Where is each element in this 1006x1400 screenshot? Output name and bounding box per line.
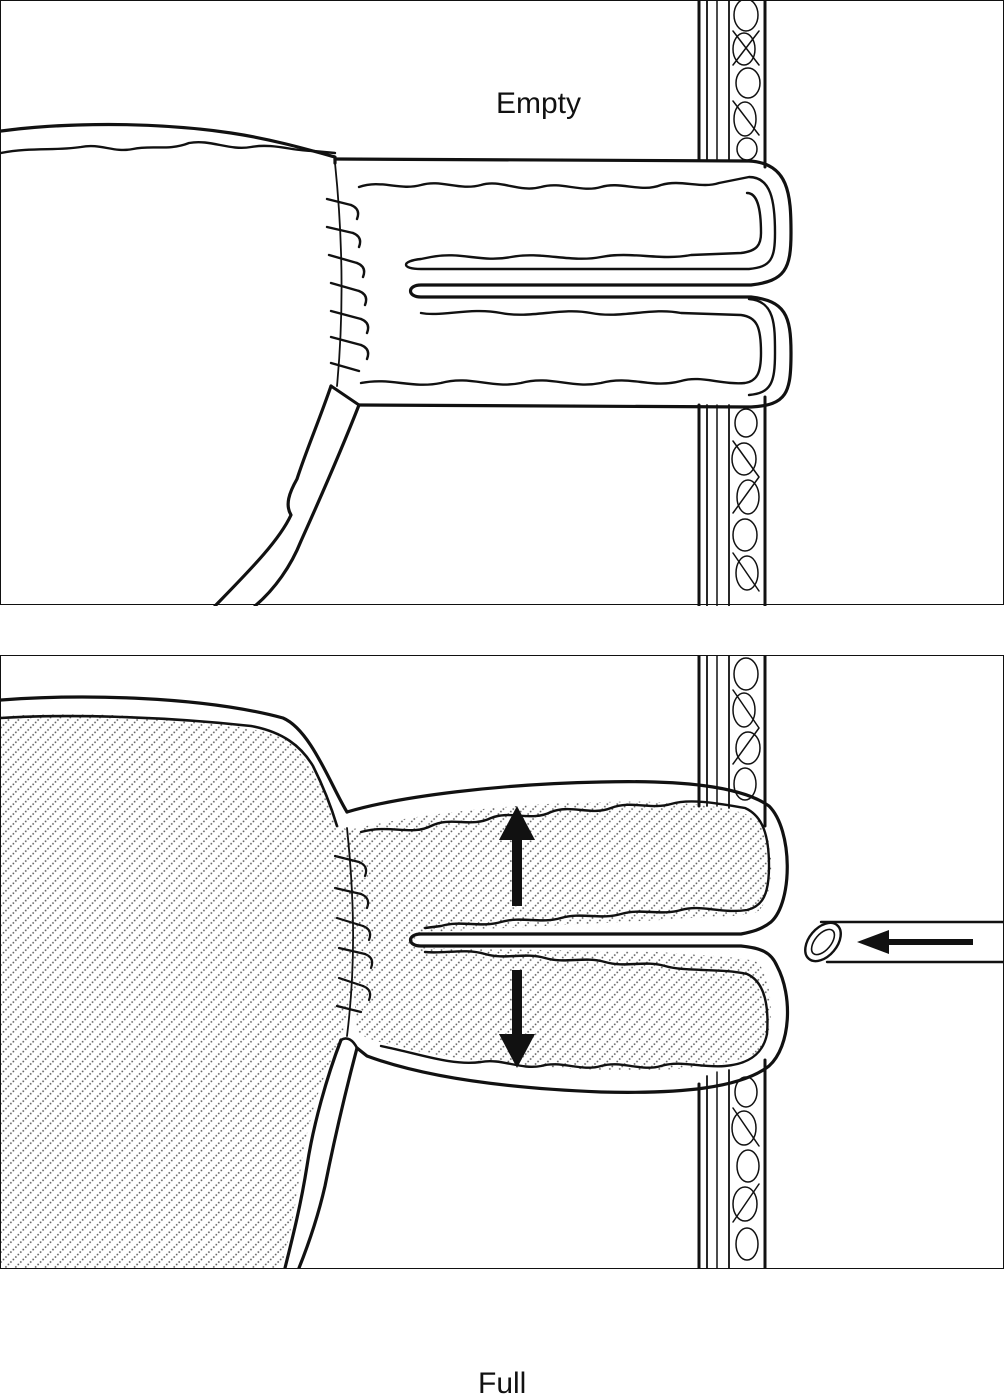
nipple-valve-mucosa [357, 175, 777, 397]
stomach-fluid-fill [1, 714, 361, 1268]
empty-state-panel: Empty [1, 1, 1004, 606]
nipple-valve-outer-wall [333, 157, 793, 409]
catheter-tube-icon [804, 920, 1004, 964]
suture-line [325, 162, 370, 387]
full-state-panel: Full [1, 656, 1004, 1399]
nipple-valve-mucosa [359, 800, 771, 1069]
full-state-illustration [1, 656, 1004, 1268]
full-state-label: Full [478, 1367, 527, 1400]
stomach-body [1, 122, 361, 606]
arrow-left-icon [857, 930, 973, 954]
arrow-up-icon [499, 806, 535, 906]
valve-fluid-fill [341, 801, 772, 1071]
nipple-valve-outer-wall [345, 780, 790, 1094]
suture-line [333, 827, 374, 1037]
stomach-body [1, 695, 359, 1268]
arrow-down-icon [499, 970, 535, 1068]
abdominal-wall [697, 1, 767, 606]
empty-state-label: Empty [496, 87, 582, 120]
abdominal-wall [697, 656, 767, 1268]
empty-state-illustration [1, 1, 793, 606]
